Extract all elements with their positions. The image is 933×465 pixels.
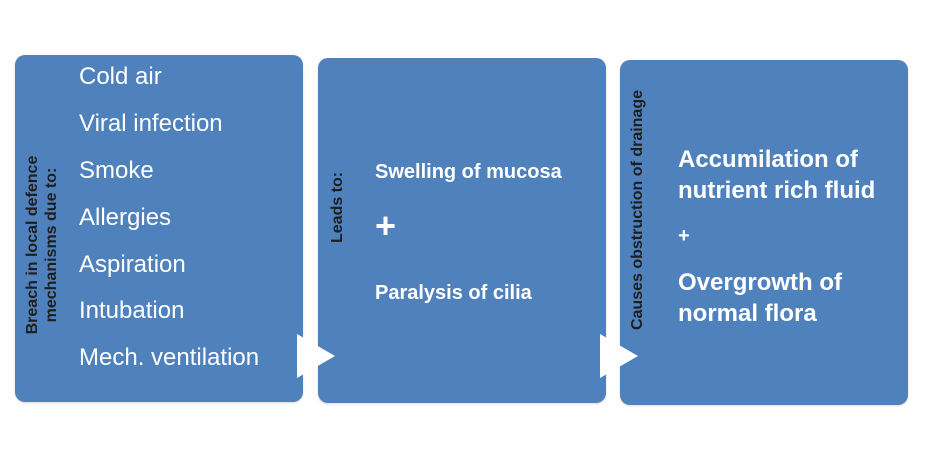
cause-item: Mech. ventilation [79, 344, 260, 371]
causes-side-label: Breach in local defence mechanisms due t… [23, 125, 61, 365]
causes-side-label-line1: Breach in local defence [24, 155, 41, 335]
outcome-side-label: Causes obstruction of drainage [629, 89, 646, 331]
cause-item: Intubation [79, 297, 185, 324]
accumulation-line1: Accumilation of [678, 146, 859, 173]
overgrowth-text: Overgrowth of normal flora [678, 267, 842, 329]
swelling-text: Swelling of mucosa [375, 161, 562, 183]
causes-side-label-line2: mechanisms due to: [43, 167, 60, 323]
arrow-right-icon [297, 334, 335, 378]
plus-sign: + [375, 205, 397, 246]
effects-side-label: Leads to: [329, 171, 346, 243]
effects-box: Leads to: Swelling of mucosa + Paralysis… [318, 58, 606, 403]
cause-item: Aspiration [79, 251, 186, 278]
overgrowth-line1: Overgrowth of [678, 269, 843, 296]
plus-sign: + [678, 225, 690, 247]
outcome-box: Causes obstruction of drainage Accumilat… [620, 60, 908, 405]
cause-item: Smoke [79, 157, 154, 184]
cause-item: Allergies [79, 204, 172, 231]
paralysis-text: Paralysis of cilia [375, 282, 532, 304]
causes-box: Breach in local defence mechanisms due t… [15, 55, 303, 402]
accumulation-line2: nutrient rich fluid [678, 177, 876, 204]
cause-item: Viral infection [79, 110, 223, 137]
accumulation-text: Accumilation of nutrient rich fluid [678, 144, 875, 206]
cause-item: Cold air [79, 63, 162, 90]
arrow-right-icon [600, 334, 638, 378]
overgrowth-line2: normal flora [678, 300, 817, 327]
